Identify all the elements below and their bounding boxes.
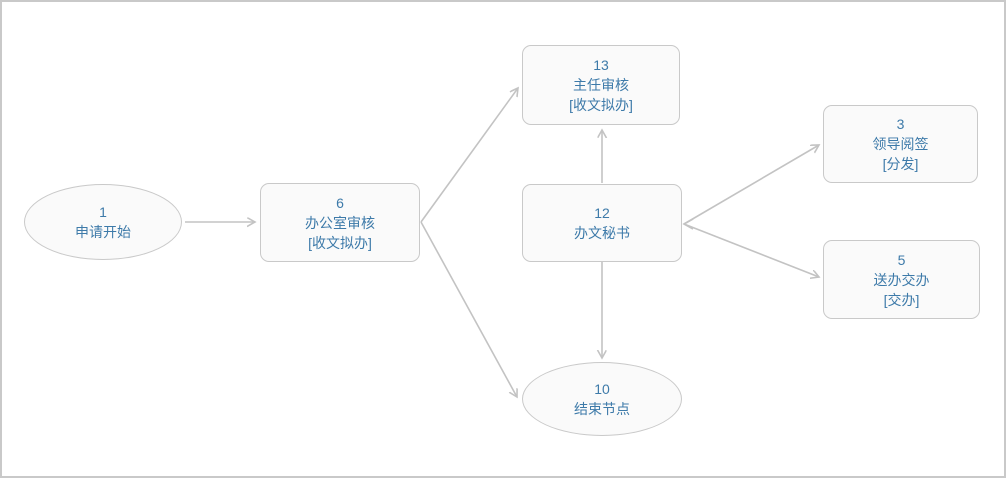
node-end-label: 结束节点	[574, 401, 630, 417]
node-leader-sign-action: [分发]	[882, 156, 919, 172]
node-director-review-label: 主任审核	[573, 77, 629, 93]
edge-secretary-to-leader-sign	[683, 145, 819, 225]
edge-office-review-to-director	[420, 88, 518, 223]
node-doc-secretary[interactable]: 12 办文秘书	[522, 184, 682, 262]
node-start[interactable]: 1 申请开始	[24, 184, 182, 260]
node-end-id: 10	[594, 381, 610, 397]
node-doc-secretary-id: 12	[594, 205, 610, 221]
node-doc-secretary-label: 办文秘书	[574, 225, 630, 241]
node-dispatch[interactable]: 5 送办交办 [交办]	[823, 240, 980, 319]
node-dispatch-label: 送办交办	[873, 271, 930, 288]
node-director-review-action: [收文拟办]	[569, 97, 633, 113]
edge-office-review-to-end	[420, 221, 517, 397]
node-leader-sign[interactable]: 3 领导阅签 [分发]	[823, 105, 978, 183]
edge-secretary-to-dispatch	[683, 223, 819, 277]
node-dispatch-id: 5	[897, 251, 906, 268]
node-director-review-id: 13	[593, 57, 609, 73]
node-office-review[interactable]: 6 办公室审核 [收文拟办]	[260, 183, 420, 262]
node-dispatch-action: [交办]	[883, 291, 920, 308]
node-office-review-label: 办公室审核	[305, 214, 375, 231]
node-office-review-action: [收文拟办]	[308, 234, 372, 251]
node-director-review[interactable]: 13 主任审核 [收文拟办]	[522, 45, 680, 125]
node-start-label: 申请开始	[75, 224, 131, 240]
arrowhead-into-node-12	[682, 218, 694, 230]
node-end[interactable]: 10 结束节点	[522, 362, 682, 436]
node-start-id: 1	[99, 204, 107, 220]
node-office-review-id: 6	[336, 194, 344, 211]
node-leader-sign-id: 3	[896, 116, 905, 132]
node-leader-sign-label: 领导阅签	[872, 136, 929, 152]
